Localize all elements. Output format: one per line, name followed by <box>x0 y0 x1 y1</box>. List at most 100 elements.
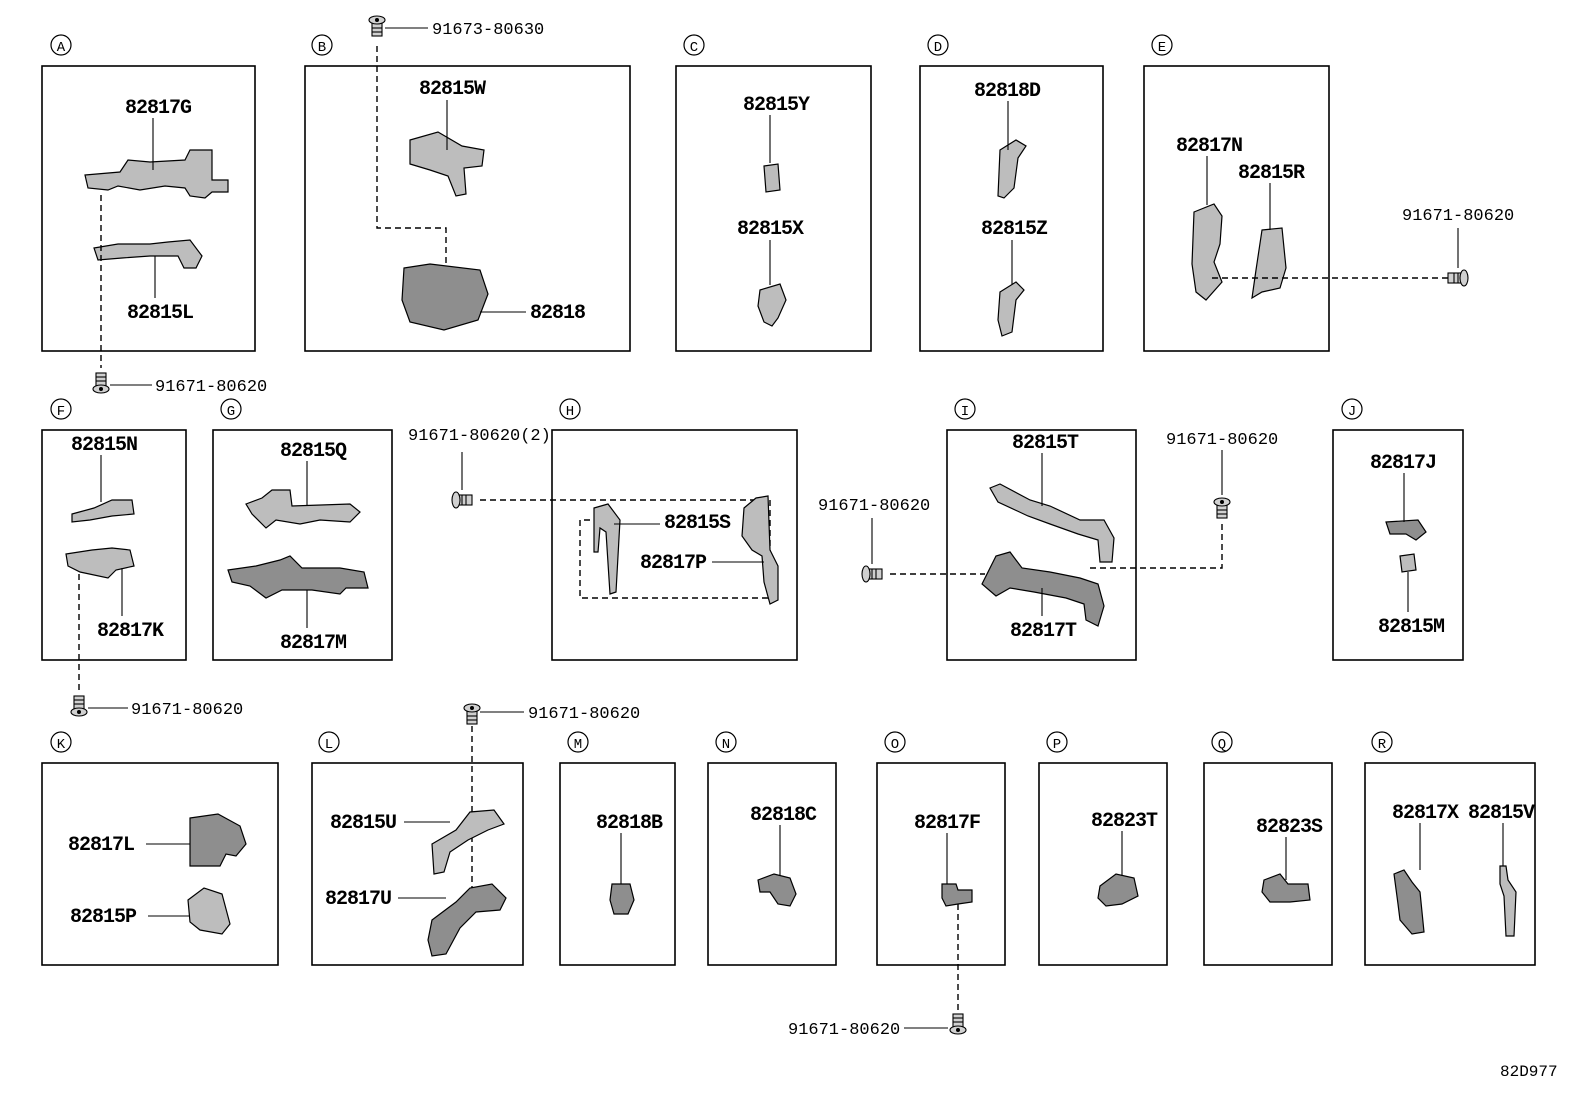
label-d-top: 82818D <box>974 80 1041 103</box>
clip-m <box>609 883 635 915</box>
label-c-top: 82815Y <box>743 94 810 117</box>
group-k-marker: K <box>50 731 72 753</box>
bolt-h-left-icon <box>451 491 473 509</box>
frame-e <box>1143 65 1330 352</box>
bracket-l-bottom <box>427 883 507 957</box>
bracket-k-top <box>189 813 247 867</box>
clip-n <box>757 873 797 907</box>
group-n-letter: N <box>722 737 730 753</box>
frame-j <box>1332 429 1464 661</box>
frame-h <box>551 429 798 661</box>
clip-q <box>1261 873 1311 903</box>
group-g-marker: G <box>220 398 242 420</box>
group-m-marker: M <box>567 731 589 753</box>
bolt-b-top-icon <box>368 15 386 37</box>
bracket-d-bottom <box>997 281 1025 337</box>
frame-i <box>946 429 1137 661</box>
group-g-letter: G <box>227 404 235 420</box>
group-l-letter: L <box>325 737 333 753</box>
frame-o <box>876 762 1006 966</box>
label-p: 82823T <box>1091 810 1158 833</box>
bracket-r-left <box>1393 869 1425 935</box>
clip-c-top <box>763 163 781 193</box>
frame-k <box>41 762 279 966</box>
bracket-r-right <box>1499 865 1517 937</box>
label-q: 82823S <box>1256 816 1323 839</box>
bracket-k-bottom <box>187 887 231 935</box>
bolt-o-below-icon <box>949 1013 967 1035</box>
label-i-top: 82815T <box>1012 432 1079 455</box>
label-bolt-e-right: 91671-80620 <box>1402 207 1514 226</box>
group-b-marker: B <box>311 34 333 56</box>
group-f-marker: F <box>50 398 72 420</box>
label-j-bottom: 82815M <box>1378 616 1445 639</box>
group-o-marker: O <box>884 731 906 753</box>
label-i-bottom: 82817T <box>1010 620 1077 643</box>
group-r-letter: R <box>1378 737 1387 753</box>
bracket-l-top <box>431 809 505 875</box>
dash-h <box>480 499 771 599</box>
group-p-letter: P <box>1053 737 1061 753</box>
bracket-e-left <box>1191 203 1223 301</box>
label-c-bottom: 82815X <box>737 218 804 241</box>
label-d-bottom: 82815Z <box>981 218 1048 241</box>
label-l-bottom: 82817U <box>325 888 391 911</box>
label-g-bottom: 82817M <box>280 632 347 655</box>
bolt-l-top-icon <box>463 703 481 725</box>
label-k-top: 82817L <box>68 834 134 857</box>
frame-c <box>675 65 872 352</box>
frame-p <box>1038 762 1168 966</box>
label-n: 82818C <box>750 804 817 827</box>
label-f-top: 82815N <box>71 434 137 457</box>
group-k-letter: K <box>57 737 66 753</box>
group-c-marker: C <box>683 34 705 56</box>
group-c-letter: C <box>690 40 698 56</box>
bracket-h-right <box>741 495 779 605</box>
frame-l <box>311 762 524 966</box>
bracket-d-top <box>997 139 1027 199</box>
label-g-top: 82815Q <box>280 440 347 463</box>
group-m-letter: M <box>574 737 582 753</box>
bracket-f-top <box>71 499 135 523</box>
clip-o <box>941 883 973 907</box>
bracket-i-top <box>989 483 1115 563</box>
frame-r <box>1364 762 1536 966</box>
label-j-top: 82817J <box>1370 452 1436 475</box>
frame-f <box>41 429 187 661</box>
bolt-i-left-icon <box>861 565 883 583</box>
frame-b <box>304 65 631 352</box>
bracket-j-top <box>1385 519 1427 541</box>
group-o-letter: O <box>891 737 899 753</box>
label-bolt-l-top: 91671-80620 <box>528 705 640 724</box>
label-b-bottom: 82818 <box>530 302 585 325</box>
bracket-a-top <box>84 149 229 199</box>
bolt-e-right-icon <box>1447 269 1469 287</box>
label-bolt-i-left: 91671-80620 <box>818 497 930 516</box>
group-h-marker: H <box>559 398 581 420</box>
label-f-bottom: 82817K <box>97 620 164 643</box>
label-bolt-h-left: 91671-80620(2) <box>408 427 551 446</box>
group-a-letter: A <box>57 40 66 56</box>
label-bolt-i-right: 91671-80620 <box>1166 431 1278 450</box>
group-d-marker: D <box>927 34 949 56</box>
label-bolt-f-below: 91671-80620 <box>131 701 243 720</box>
group-r-marker: R <box>1371 731 1393 753</box>
dash-i-right <box>1090 524 1223 569</box>
frame-d <box>919 65 1104 352</box>
frame-q <box>1203 762 1333 966</box>
bracket-b-bottom <box>401 263 489 331</box>
label-k-bottom: 82815P <box>70 906 137 929</box>
label-e-left: 82817N <box>1176 135 1242 158</box>
group-j-letter: J <box>1348 404 1356 420</box>
group-h-letter: H <box>566 404 574 420</box>
bolt-f-below-icon <box>70 695 88 717</box>
group-b-letter: B <box>318 40 326 56</box>
group-q-marker: Q <box>1211 731 1233 753</box>
label-a-top: 82817G <box>125 97 192 120</box>
frame-g <box>212 429 393 661</box>
bracket-b-top <box>409 131 485 197</box>
group-n-marker: N <box>715 731 737 753</box>
label-r-left: 82817X <box>1392 802 1459 825</box>
label-e-right: 82815R <box>1238 162 1305 185</box>
